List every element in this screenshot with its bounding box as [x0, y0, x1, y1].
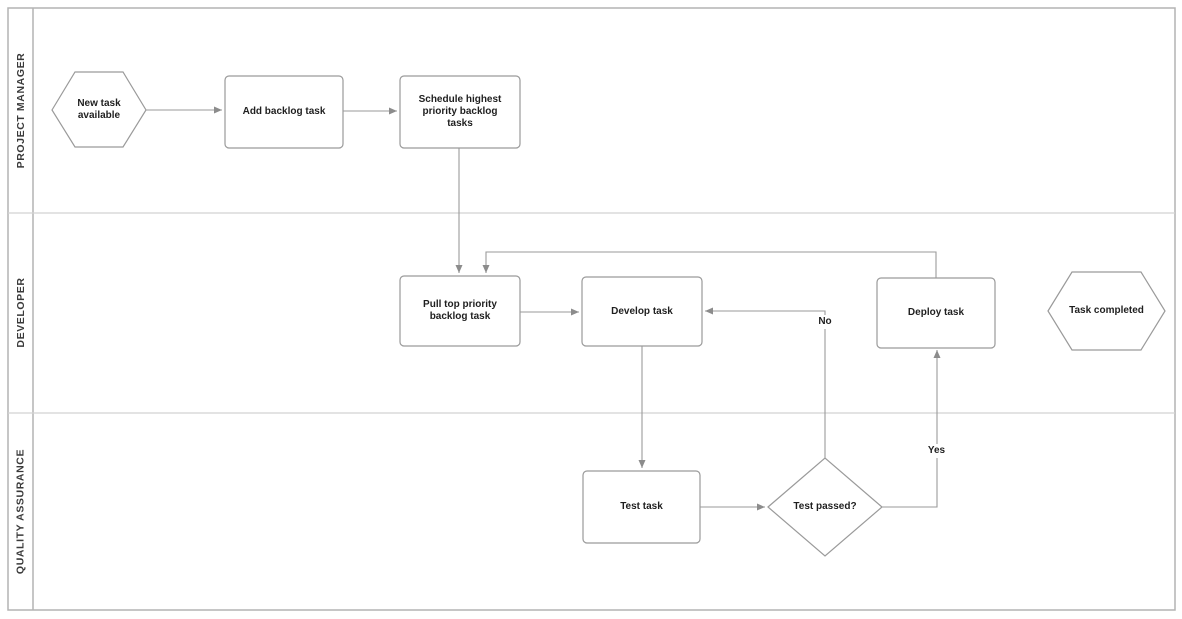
- edge-decision-no-to-develop: [705, 307, 826, 458]
- edge-label-yes: Yes: [923, 444, 950, 458]
- lane-label-quality-assurance: QUALITY ASSURANCE: [14, 448, 26, 575]
- node-pull-top-priority: [399, 275, 521, 347]
- edge-label-no: No: [812, 315, 838, 329]
- edge-decision-yes-to-deploy: [882, 350, 941, 508]
- nodes-group: [51, 71, 1166, 557]
- node-develop-task: [581, 276, 703, 347]
- lane-label-project-manager: PROJECT MANAGER: [14, 52, 27, 169]
- node-add-backlog-task: [224, 75, 344, 149]
- node-end-hexagon: [1047, 271, 1166, 351]
- node-start-hexagon: [51, 71, 147, 148]
- node-decision-diamond: [767, 457, 883, 557]
- edges-group: [146, 106, 941, 511]
- lane-label-developer: DEVELOPER: [14, 277, 27, 348]
- node-test-task: [582, 470, 701, 544]
- node-schedule-highest-priority: [399, 75, 521, 149]
- edge-deploy-to-pull-loop: [482, 251, 937, 278]
- node-deploy-task: [876, 277, 996, 349]
